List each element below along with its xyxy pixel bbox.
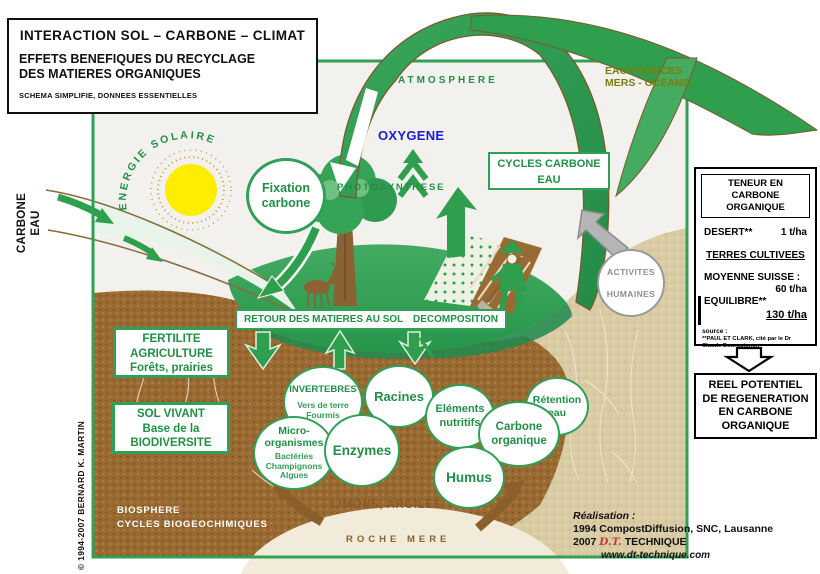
- enzymes-bubble: Enzymes: [324, 414, 400, 487]
- ribbon-down-arrow: [330, 88, 378, 192]
- atmosphere-label: ATMOSPHERE: [398, 75, 498, 86]
- diagram-title: INTERACTION SOL – CARBONE – CLIMAT: [19, 28, 306, 43]
- cycles-carbone-eau-box: CYCLES CARBONE EAU: [488, 152, 610, 190]
- moyenne-suisse-label: MOYENNE SUISSE :: [704, 272, 801, 283]
- teneur-carbone-panel: TENEUR EN CARBONE ORGANIQUE DESERT** 1 t…: [694, 167, 817, 349]
- title-box: INTERACTION SOL – CARBONE – CLIMAT EFFET…: [7, 18, 318, 114]
- equilibre-row: EQUILIBRE** 130 t/ha: [696, 296, 815, 325]
- photosynthesis-up-arrows: [397, 149, 429, 198]
- roche-mere-label: ROCHE MERE: [346, 534, 451, 545]
- dt-logo-text: D.T.: [599, 536, 622, 548]
- desert-row: DESERT** 1 t/ha: [704, 227, 807, 238]
- sun-icon: [150, 149, 232, 231]
- input-band-edges: [45, 189, 301, 316]
- panel-down-arrow: [723, 346, 775, 373]
- terres-cultivees-heading: TERRES CULTIVEES: [706, 250, 805, 261]
- humus-bubble: Humus: [433, 446, 505, 509]
- diagram-note: SCHEMA SIMPLIFIE, DONNEES ESSENTIELLES: [19, 91, 198, 100]
- carbone-eau-input-label: CARBONE EAU: [16, 192, 42, 254]
- copyright-label: © 1994-2007 BERNARD K. MARTIN: [76, 420, 86, 570]
- moyenne-suisse-value: 60 t/ha: [775, 284, 807, 295]
- waters-swoosh: [469, 14, 819, 136]
- equilibre-marker-bar: [698, 296, 701, 325]
- source-note: **PAUL ET CLARK, cité par le Dr Claude B…: [702, 336, 792, 349]
- retour-matieres-banner: RETOUR DES MATIERES AU SOL DECOMPOSITION: [235, 309, 507, 330]
- fixation-carbone-bubble: Fixation carbone: [246, 158, 326, 234]
- deer-icon: [304, 260, 340, 309]
- field-up-arrow: [436, 187, 477, 258]
- planted-field: [424, 234, 502, 306]
- credits-block: Réalisation : 1994 CompostDiffusion, SNC…: [573, 510, 818, 562]
- activites-humaines-bubble: ACTIVITES HUMAINES: [597, 249, 665, 317]
- eaux-douces-label: EAUX DOUCES MERS - OCEANS: [605, 65, 690, 89]
- biosphere-label: BIOSPHERE CYCLES BIOGEOCHIMIQUES: [117, 505, 268, 530]
- equilibre-value: 130 t/ha: [766, 309, 807, 321]
- oxygene-label: OXYGENE: [378, 128, 445, 143]
- limons-argiles-label: LIMONS, ARGILES: [331, 499, 442, 511]
- waters-check-curve: [615, 57, 698, 198]
- photosynthese-label: PHOTOSYNTHESE: [337, 182, 446, 193]
- diagram-subtitle: EFFETS BENEFIQUES DU RECYCLAGE DES MATIE…: [19, 52, 256, 81]
- fixation-down-arrow: [256, 225, 323, 299]
- micro-organismes-bubble: Micro- organismes Bactéries Champignons …: [253, 416, 335, 490]
- equilibre-label: EQUILIBRE**: [704, 296, 767, 307]
- website-label: www.dt-technique.com: [601, 550, 711, 561]
- carbon-ribbon-loop: [338, 12, 610, 311]
- teneur-panel-heading: TENEUR EN CARBONE ORGANIQUE: [701, 174, 810, 218]
- credits-line1: 1994 CompostDiffusion, SNC, Lausanne: [573, 523, 774, 535]
- sol-vivant-box: SOL VIVANT Base de la BIODIVERSITE: [112, 402, 230, 454]
- source-label: source :: [702, 328, 728, 335]
- hill-underside: [252, 302, 572, 359]
- realisation-label: Réalisation :: [573, 510, 636, 522]
- input-band: [93, 200, 299, 314]
- credits-line2: 2007 D.T. TECHNIQUE: [573, 536, 687, 548]
- soil-exchange-arrows: [243, 329, 435, 371]
- fertilite-box: FERTILITE AGRICULTURE Forêts, prairies: [113, 327, 230, 378]
- reel-potentiel-panel: REEL POTENTIEL DE REGENERATION EN CARBON…: [694, 373, 817, 439]
- input-flow-arrows: [57, 193, 163, 262]
